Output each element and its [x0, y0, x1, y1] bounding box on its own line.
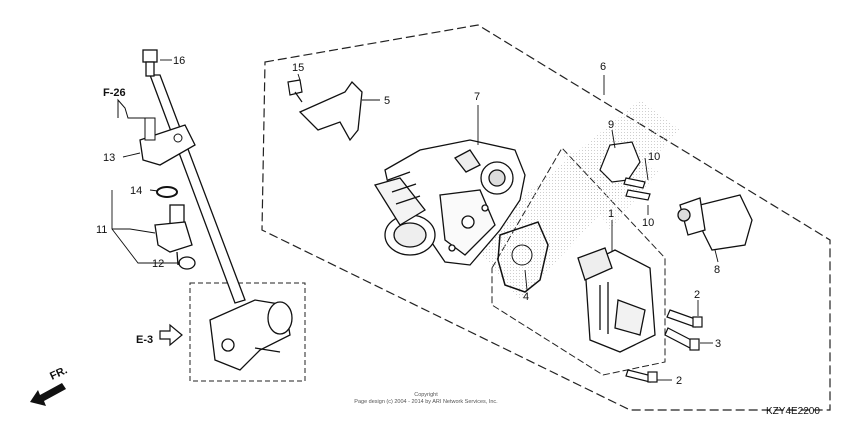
callout-14: 14 — [130, 185, 142, 197]
holder-hole — [173, 133, 183, 143]
gasket — [497, 221, 549, 293]
callout-2-top: 2 — [694, 289, 700, 301]
copyright-line1: Copyright — [414, 392, 438, 398]
bolts-10 — [623, 177, 651, 201]
sensor-unit — [577, 247, 656, 353]
callout-2-bottom: 2 — [676, 375, 682, 387]
intake-manifold — [209, 299, 293, 371]
callout-11: 11 — [96, 224, 107, 236]
bolts-right — [625, 309, 703, 383]
ref-e3: E-3 — [136, 334, 153, 346]
ref-f26: F-26 — [103, 87, 126, 99]
stay — [599, 141, 641, 183]
callout-15: 15 — [292, 62, 304, 74]
ref-fr: FR. — [48, 364, 69, 382]
fr-arrow-icon — [30, 383, 66, 406]
gasket-hole — [511, 244, 533, 266]
copyright-line2: Page design (c) 2004 - 2014 by ARI Netwo… — [354, 399, 498, 405]
sensor-outline — [491, 147, 666, 376]
callout-12: 12 — [152, 258, 164, 270]
callout-3: 3 — [715, 338, 721, 350]
callout-6: 6 — [600, 61, 606, 73]
assembly-outline — [261, 24, 831, 411]
callout-8: 8 — [714, 264, 720, 276]
callout-1: 1 — [608, 208, 614, 220]
callout-4: 4 — [523, 291, 529, 303]
bolt-15 — [287, 79, 303, 103]
f26-pointer — [117, 98, 145, 119]
callout-7: 7 — [474, 91, 480, 103]
callout-13: 13 — [103, 152, 115, 164]
holder-bolt — [144, 117, 156, 141]
bracket — [298, 80, 363, 142]
e3-arrow-icon — [159, 323, 183, 347]
o-ring — [156, 186, 178, 198]
callout-10-top: 10 — [648, 151, 660, 163]
diagram-code: KZY4E2200 — [766, 406, 820, 417]
callout-10-bottom: 10 — [642, 217, 654, 229]
callout-16: 16 — [173, 55, 185, 67]
throttle-body — [373, 139, 526, 266]
seal-ring — [178, 256, 196, 270]
callout-5: 5 — [384, 95, 390, 107]
intake-box — [189, 282, 306, 382]
map-sensor — [677, 194, 753, 251]
injector — [154, 204, 193, 266]
callout-9: 9 — [608, 119, 614, 131]
leader-lines — [111, 59, 719, 381]
